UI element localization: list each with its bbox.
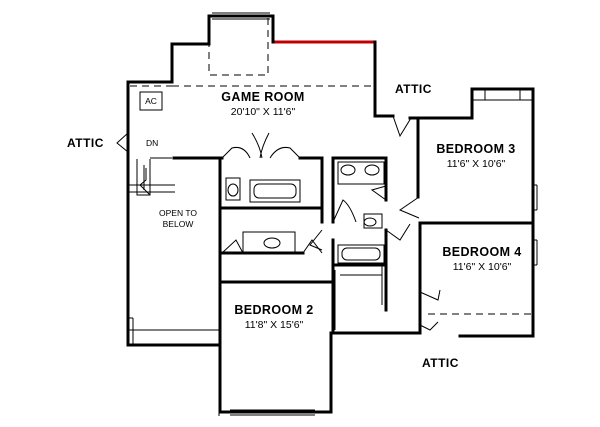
room-name-bedroom-3: BEDROOM 3	[436, 142, 515, 156]
room-dims-bedroom-2: 11'8" X 15'6"	[245, 319, 304, 331]
open-to-below-line1: OPEN TO	[159, 208, 197, 218]
stair-down-label: DN	[146, 138, 158, 148]
ac-unit	[139, 91, 163, 111]
room-name-game-room: GAME ROOM	[221, 90, 304, 104]
ac-label: AC	[145, 96, 157, 106]
room-dims-bedroom-4: 11'6" X 10'6"	[453, 261, 512, 273]
attic-label-top: ATTIC	[395, 82, 432, 96]
room-name-bedroom-2: BEDROOM 2	[234, 303, 313, 317]
attic-label-bottom: ATTIC	[422, 356, 459, 370]
doors	[116, 115, 441, 331]
room-name-bedroom-4: BEDROOM 4	[442, 245, 521, 259]
exterior-walls	[126, 14, 535, 414]
room-dims-bedroom-3: 11'6" X 10'6"	[447, 158, 506, 170]
bathroom-fixtures	[225, 161, 385, 264]
attic-label-left: ATTIC	[67, 136, 104, 150]
room-dims-game-room: 20'10" X 11'6"	[231, 106, 296, 118]
open-to-below-line2: BELOW	[163, 219, 194, 229]
stairs	[139, 159, 151, 195]
